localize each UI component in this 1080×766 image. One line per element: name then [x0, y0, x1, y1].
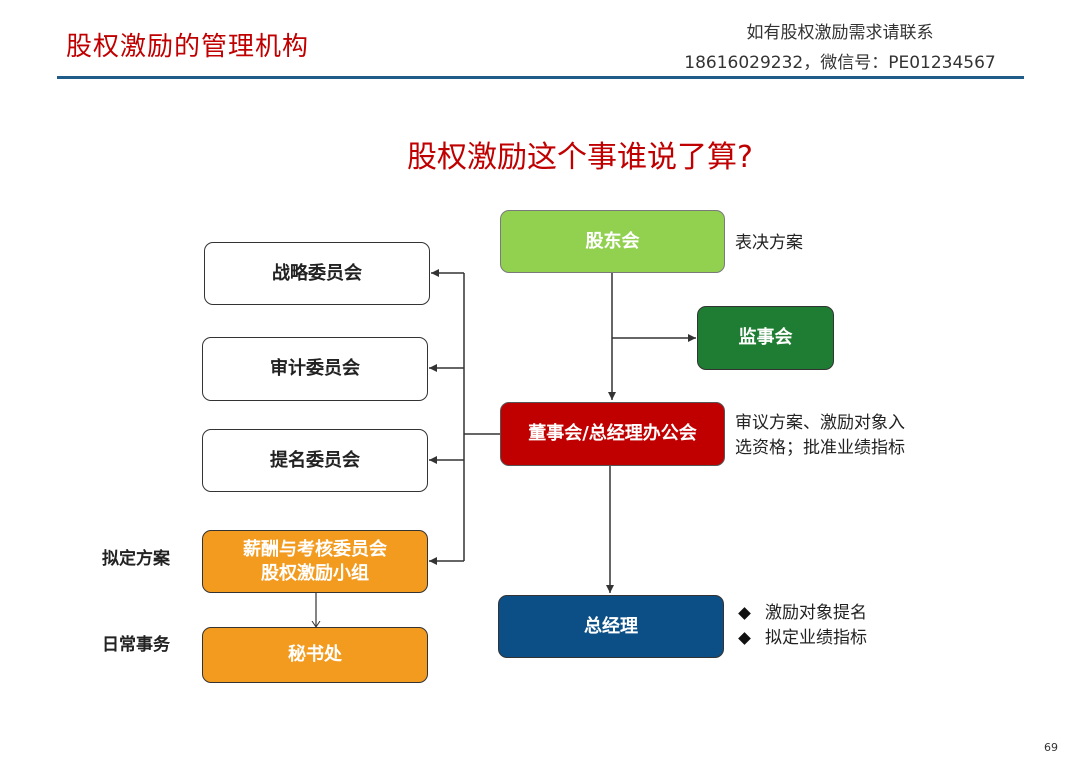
note-gm: 激励对象提名 拟定业绩指标	[737, 601, 867, 651]
node-supervisors: 监事会	[697, 306, 834, 370]
note-board-line-1: 审议方案、激励对象入	[735, 413, 905, 433]
node-secretariat: 秘书处	[202, 627, 428, 683]
slide-question: 股权激励这个事谁说了算?	[407, 140, 753, 175]
page-number: 69	[1044, 741, 1058, 754]
note-gm-bullet: 拟定业绩指标	[737, 626, 867, 651]
node-compensation-committee: 薪酬与考核委员会 股权激励小组	[202, 530, 428, 593]
note-board: 审议方案、激励对象入 选资格；批准业绩指标	[735, 411, 905, 461]
note-gm-bullet: 激励对象提名	[737, 601, 867, 626]
header-divider	[57, 76, 1024, 79]
note-board-line-2: 选资格；批准业绩指标	[735, 438, 905, 458]
node-board: 董事会/总经理办公会	[500, 402, 725, 466]
compensation-line-2: 股权激励小组	[261, 562, 369, 584]
node-general-manager: 总经理	[498, 595, 724, 658]
side-label-compensation: 拟定方案	[102, 549, 170, 569]
node-audit-committee: 审计委员会	[202, 337, 428, 401]
node-strategy-committee: 战略委员会	[204, 242, 430, 305]
side-label-secretariat: 日常事务	[102, 635, 170, 655]
contact-line-2: 18616029232，微信号：PE01234567	[684, 53, 996, 73]
node-nomination-committee: 提名委员会	[202, 429, 428, 492]
page-title: 股权激励的管理机构	[66, 32, 310, 62]
note-gm-item-2: 拟定业绩指标	[765, 628, 867, 648]
node-shareholders: 股东会	[500, 210, 725, 273]
note-shareholders: 表决方案	[735, 233, 803, 253]
diamond-bullet-icon	[738, 632, 751, 645]
compensation-line-1: 薪酬与考核委员会	[243, 538, 387, 560]
note-gm-item-1: 激励对象提名	[765, 603, 867, 623]
diamond-bullet-icon	[738, 607, 751, 620]
contact-line-1: 如有股权激励需求请联系	[746, 23, 934, 43]
